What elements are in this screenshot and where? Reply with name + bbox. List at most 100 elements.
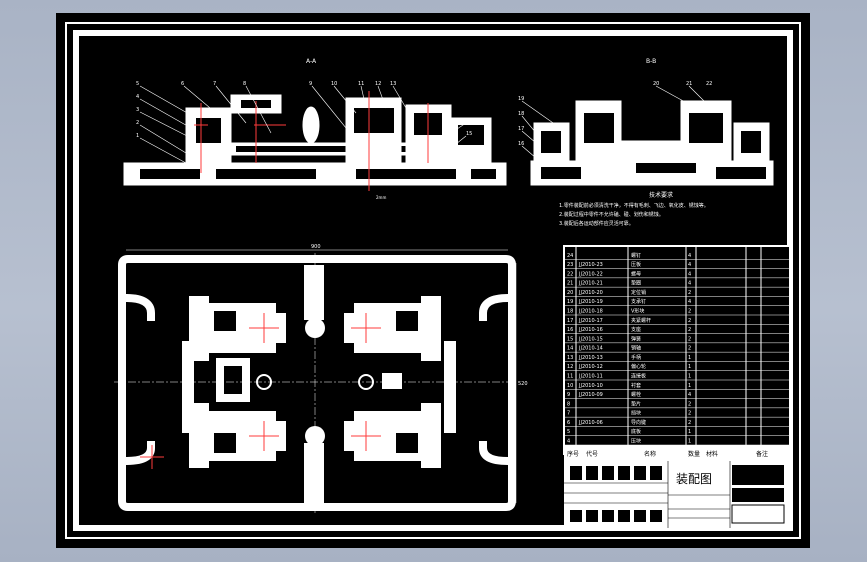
bom-cell: 4 (688, 262, 691, 268)
bom-cell: JJ2010-13 (578, 355, 603, 361)
bom-cell: 1 (688, 355, 691, 361)
bom-cell: 垫圈 (631, 280, 641, 287)
bom-cell: 2 (688, 346, 691, 352)
bom-cell: 4 (688, 281, 691, 287)
bom-header-cell: 材料 (706, 450, 718, 458)
front-centerlines (194, 91, 429, 191)
svg-text:7: 7 (213, 81, 216, 87)
bom-cell: 7 (567, 411, 570, 417)
front-leaders (139, 85, 467, 164)
center-pin (302, 106, 320, 144)
bom-cell: 24 (567, 253, 573, 259)
cad-viewport[interactable]: A-A B-B (56, 13, 810, 548)
bom-cell: 18 (567, 309, 573, 315)
bom-cell: JJ2010-21 (578, 281, 603, 287)
bom-cell: 1 (688, 383, 691, 389)
bom-cell: 13 (567, 355, 573, 361)
svg-text:21: 21 (686, 81, 692, 87)
bom-header-cell: 序号 (567, 450, 579, 458)
tech-requirements: 技术要求 1.零件装配前必须清洗干净，不得有毛刺、飞边、氧化皮、锈蚀等。 2.装… (559, 191, 709, 227)
bom-cell: 1 (688, 374, 691, 380)
svg-text:19: 19 (518, 96, 524, 102)
bom-cell: 压板 (631, 261, 641, 268)
title-block: 装配图 (564, 461, 790, 528)
bom-cell: 导向键 (631, 419, 646, 426)
side-leaders (521, 85, 712, 159)
tech-heading: 技术要求 (649, 191, 673, 199)
bom-cell: 20 (567, 290, 573, 296)
bom-cell: 2 (688, 420, 691, 426)
bom-cell: JJ2010-10 (578, 383, 603, 389)
overall-width-dim: 520 (518, 381, 528, 387)
side-right-clamp (733, 122, 770, 162)
bom-header-cell: 代号 (586, 450, 598, 458)
top-tab (304, 265, 324, 320)
base-outline (118, 255, 516, 511)
svg-text:12: 12 (375, 81, 381, 87)
bom-header-cell: 名称 (644, 450, 656, 458)
bom-cell: 21 (567, 281, 573, 287)
outer-frame (65, 22, 801, 539)
bom-cell: JJ2010-06 (578, 420, 603, 426)
bom-cell: 挡块 (631, 410, 641, 417)
svg-text:17: 17 (518, 126, 524, 132)
bom-header-cells: 序号代号 名称 数量材料 备注 (567, 450, 768, 458)
side-connector (620, 140, 682, 162)
svg-text:16: 16 (518, 141, 524, 147)
bom-cell: JJ2010-12 (578, 364, 603, 370)
bom-cell: 4 (688, 299, 691, 305)
svg-text:22: 22 (706, 81, 712, 87)
bom-cell: JJ2010-09 (578, 392, 603, 398)
bom-cell: 2 (688, 309, 691, 315)
drawing-title: 装配图 (676, 472, 712, 486)
bom-cell: 连接板 (631, 373, 646, 380)
bom-cell: 底板 (631, 428, 641, 435)
bom-cell: JJ2010-15 (578, 336, 603, 342)
bom-cell: 2 (688, 411, 691, 417)
bom-cell: 衬套 (631, 382, 641, 389)
bom-cell: JJ2010-18 (578, 309, 603, 315)
bom-cell: 10 (567, 383, 573, 389)
svg-text:14: 14 (466, 118, 472, 124)
bom-cell: 1 (688, 364, 691, 370)
assembly-drawing: A-A B-B (56, 13, 810, 548)
bom-cell: 5 (567, 429, 570, 435)
bom-cell: 螺钉 (631, 252, 641, 259)
bom-cell: 弹簧 (631, 335, 641, 342)
svg-text:2: 2 (136, 120, 139, 126)
bom-cell: 17 (567, 318, 573, 324)
bom-header-cell: 数量 (688, 450, 700, 458)
bom-cell: 16 (567, 327, 573, 333)
bom-cell: 4 (567, 439, 570, 445)
bom-cell: 23 (567, 262, 573, 268)
bom-cell: 4 (688, 253, 691, 259)
tech-line-3: 3.装配后各运动部件应灵活可靠。 (559, 220, 634, 227)
bom-cell: JJ2010-16 (578, 327, 603, 333)
bom-cell: 4 (688, 392, 691, 398)
svg-text:8: 8 (243, 81, 246, 87)
bom-cell: 4 (688, 271, 691, 277)
tech-line-1: 1.零件装配前必须清洗干净，不得有毛刺、飞边、氧化皮、锈蚀等。 (559, 202, 709, 209)
bom-header-row (564, 445, 790, 461)
bom-cell: 压块 (631, 438, 641, 445)
svg-text:9: 9 (309, 81, 312, 87)
bom-cell: 19 (567, 299, 573, 305)
bom-cell: JJ2010-20 (578, 290, 603, 296)
plan-view: 900 520 (114, 244, 528, 513)
bom-cell: 手柄 (631, 354, 641, 361)
bom-cell: 11 (567, 374, 573, 380)
bom-cell: 15 (567, 336, 573, 342)
bom-header-cell: 备注 (756, 450, 768, 458)
bom-cell: 夹紧螺杆 (631, 317, 651, 324)
svg-text:10: 10 (331, 81, 337, 87)
bom-cell: JJ2010-14 (578, 346, 603, 352)
bom-cell: 支座 (631, 326, 641, 333)
bom-cell: 22 (567, 271, 573, 277)
svg-text:11: 11 (358, 81, 364, 87)
bom-cell: V形块 (631, 308, 644, 315)
bom-cell: 1 (688, 429, 691, 435)
overall-length-dim: 900 (311, 244, 321, 250)
